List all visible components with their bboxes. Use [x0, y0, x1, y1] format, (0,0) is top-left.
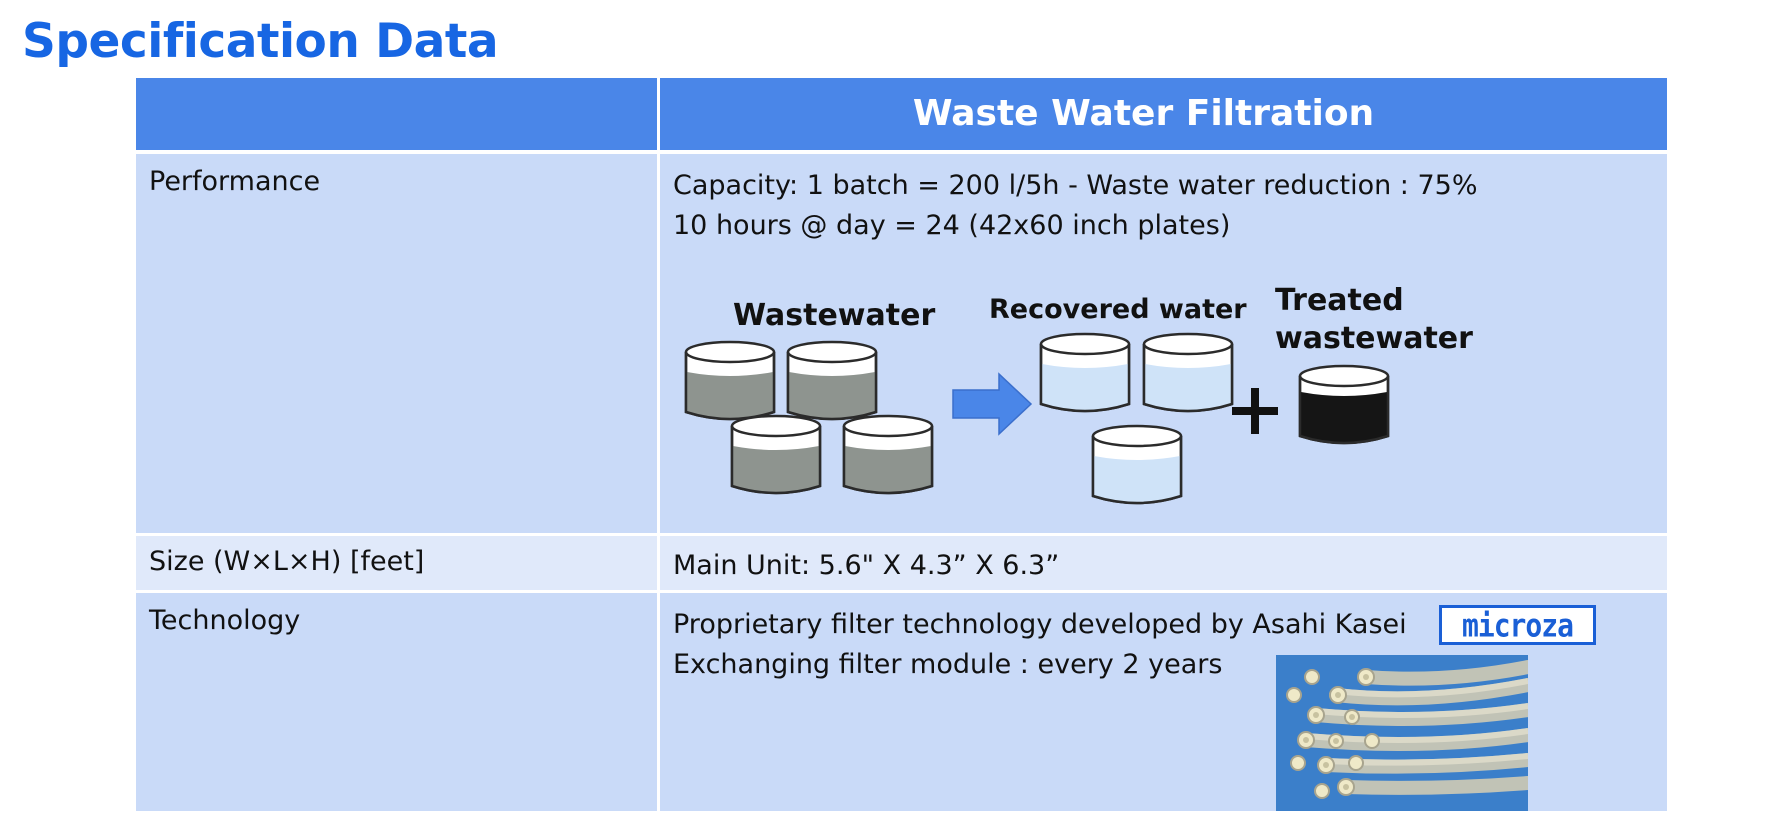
- row-value-performance: Capacity: 1 batch = 200 l/5h - Waste wat…: [660, 154, 1667, 536]
- capacity-text: Capacity: 1 batch = 200 l/5h - Waste wat…: [673, 170, 1478, 201]
- row-value-size: Main Unit: 5.6" X 4.3” X 6.3”: [660, 536, 1667, 593]
- row-label-performance: Performance: [136, 154, 660, 536]
- table-row-size: Size (W×L×H) [feet] Main Unit: 5.6" X 4.…: [136, 536, 1667, 593]
- fiber-bundle-graphic: [1276, 655, 1528, 811]
- row-label-size: Size (W×L×H) [feet]: [136, 536, 660, 593]
- daily-output-text: 10 hours @ day = 24 (42x60 inch plates): [673, 210, 1231, 241]
- main-unit-size-text: Main Unit: 5.6" X 4.3” X 6.3”: [673, 550, 1060, 581]
- proprietary-tech-text: Proprietary filter technology developed …: [673, 609, 1407, 640]
- header-label-cell: [136, 78, 660, 154]
- treated-label-line1: Treated: [1275, 283, 1404, 318]
- table-row-performance: Performance Capacity: 1 batch = 200 l/5h…: [136, 154, 1667, 536]
- diagram-graphics: [684, 332, 1390, 505]
- beaker-icon: [1298, 364, 1390, 445]
- spec-table: Waste Water Filtration Performance Capac…: [136, 78, 1667, 811]
- wastewater-label: Wastewater: [733, 298, 936, 333]
- filter-exchange-text: Exchanging filter module : every 2 years: [673, 649, 1223, 680]
- arrow-right-icon: [952, 372, 1033, 436]
- plus-icon: [1232, 388, 1278, 434]
- row-value-technology: Proprietary filter technology developed …: [660, 593, 1667, 811]
- header-value-cell: Waste Water Filtration: [660, 78, 1667, 154]
- page-title: Specification Data: [22, 14, 499, 69]
- filtration-diagram: Wastewater Recovered water Treated waste…: [673, 283, 1553, 516]
- beaker-icon: [786, 340, 878, 421]
- recovered-water-label: Recovered water: [989, 294, 1247, 325]
- treated-label-line2: wastewater: [1275, 321, 1473, 356]
- beaker-icon: [1142, 332, 1234, 413]
- microza-logo: microza: [1439, 605, 1596, 645]
- fiber-bundle-image: [1276, 655, 1528, 811]
- table-row-technology: Technology Proprietary filter technology…: [136, 593, 1667, 811]
- table-header-row: Waste Water Filtration: [136, 78, 1667, 154]
- treated-wastewater-label: Treated wastewater: [1275, 282, 1473, 358]
- row-label-technology: Technology: [136, 593, 660, 811]
- beaker-icon: [730, 414, 822, 495]
- microza-logo-text: microza: [1461, 606, 1574, 644]
- beaker-icon: [684, 340, 776, 421]
- beaker-icon: [842, 414, 934, 495]
- header-title: Waste Water Filtration: [912, 93, 1375, 134]
- beaker-icon: [1039, 332, 1131, 413]
- beaker-icon: [1091, 424, 1183, 505]
